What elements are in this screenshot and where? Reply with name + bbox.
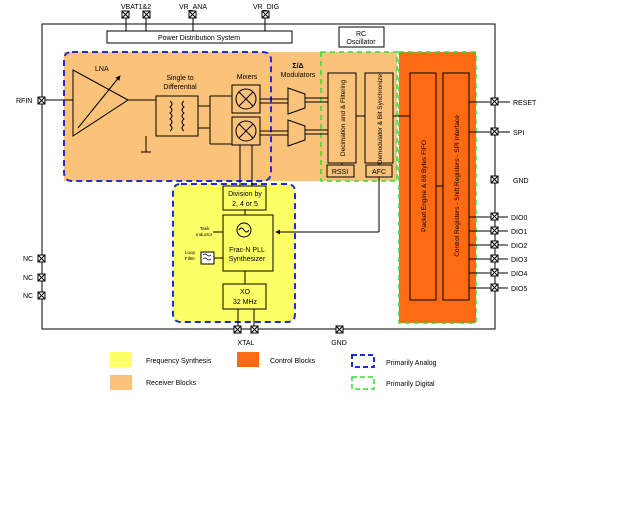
pin-dio4-label: DIO4 — [511, 271, 527, 278]
loop-filter-label-1: Loop — [185, 250, 196, 255]
legend-swatch-control — [237, 352, 259, 367]
pin-vr-dig-label: VR_DIG — [253, 4, 279, 11]
legend-swatch-freq — [110, 352, 132, 367]
rssi-block — [326, 164, 355, 178]
legend-swatch-analog — [351, 354, 375, 368]
loop-filter-label-2: Filter — [185, 256, 196, 261]
afc-label: AFC — [372, 169, 386, 176]
pin-nc2-label: NC — [23, 275, 33, 282]
s2d-label-2: Differential — [163, 84, 197, 91]
tank-inductor-label-2: Inductor — [196, 232, 213, 237]
receiver-region — [64, 52, 397, 181]
rc-oscillator-block — [338, 26, 385, 48]
pin-spi-label: SPI — [513, 130, 524, 137]
analog-boundary-synth — [172, 183, 296, 323]
xo-label-2: 32 MHz — [233, 299, 258, 306]
pin-dio1-label: DIO1 — [511, 229, 527, 236]
legend-freq-label: Frequency Synthesis — [146, 358, 212, 365]
divider-label-1: Division by — [228, 191, 262, 198]
modulator-q — [287, 119, 306, 147]
pll-label-2: Synthesizer — [229, 256, 266, 263]
xo-block — [222, 283, 267, 310]
transformer-block — [155, 95, 199, 137]
control-region — [399, 52, 476, 323]
pin-dio0-label: DIO0 — [511, 215, 527, 222]
pin-dio3-label: DIO3 — [511, 257, 527, 264]
demodulator-label: Demodulator & Bit Synchronizer — [377, 71, 384, 164]
pin-dio2-label: DIO2 — [511, 243, 527, 250]
rc-oscillator-label-1: RC — [356, 31, 366, 38]
loop-filter-icon — [200, 251, 215, 265]
packet-engine-label: Packet Engine & 66 Bytes FIFO — [421, 140, 428, 232]
pin-vr-ana-label: VR_ANA — [179, 4, 207, 11]
sd-label-1: Σ/Δ — [292, 63, 303, 70]
rssi-label: RSSI — [332, 169, 348, 176]
divider-label-2: 2, 4 or 5 — [232, 201, 258, 208]
pin-markers-bottom[interactable] — [233, 325, 344, 334]
s2d-label-1: Single to — [166, 75, 193, 82]
modulator-i — [287, 87, 306, 115]
xo-label-1: XO — [240, 289, 251, 296]
pin-nc1-label: NC — [23, 256, 33, 263]
lna-label: LNA — [95, 66, 109, 73]
legend-digital-label: Primarily Digital — [386, 381, 435, 388]
pin-dio5-label: DIO5 — [511, 286, 527, 293]
sd-label-2: Modulators — [281, 72, 316, 79]
pin-xtal-label: XTAL — [238, 340, 255, 347]
top-pins — [125, 24, 266, 31]
power-distribution-block — [106, 30, 293, 44]
decimation-label: Decimation and & Filtering — [340, 80, 347, 157]
power-distribution-label: Power Distribution System — [158, 35, 240, 42]
pin-nc3-label: NC — [23, 293, 33, 300]
pin-vbat-label: VBAT1&2 — [121, 4, 151, 11]
pin-rfin-marker[interactable] — [37, 96, 46, 105]
legend-control-label: Control Blocks — [270, 358, 316, 365]
legend-analog-label: Primarily Analog — [386, 360, 437, 367]
lna-triangle — [72, 69, 129, 137]
pin-markers-left[interactable] — [37, 254, 46, 300]
analog-boundary-rx — [63, 51, 272, 182]
control-registers-label: Control Registers - Shift Registers - SP… — [454, 115, 461, 257]
pin-reset-label: RESET — [513, 100, 537, 107]
tank-inductor-label-1: Tank — [200, 226, 210, 231]
digital-boundary-control — [398, 51, 477, 324]
divider-block — [222, 185, 267, 211]
pin-rfin-label: RFIN — [16, 98, 32, 105]
rc-oscillator-label-2: Oscillator — [346, 39, 376, 46]
legend-swatch-receiver — [110, 375, 132, 390]
legend-receiver-label: Receiver Blocks — [146, 380, 197, 387]
pin-gnd-right-label: GND — [513, 178, 529, 185]
legend-swatch-digital — [351, 376, 375, 390]
digital-boundary-rx — [320, 51, 398, 182]
mixers-label: Mixers — [237, 74, 258, 81]
pin-markers-top[interactable] — [121, 10, 270, 19]
pll-label-1: Frac-N PLL — [229, 247, 265, 254]
pin-gnd-bottom-label: GND — [331, 340, 347, 347]
